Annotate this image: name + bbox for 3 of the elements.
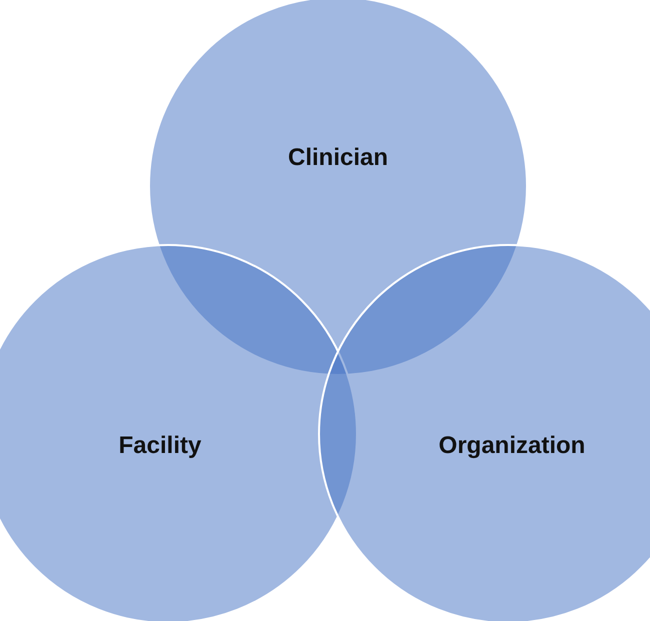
circle-label: Organization [438,432,586,460]
circle-label: Clinician [288,144,388,172]
circle-label: Facility [118,432,202,460]
